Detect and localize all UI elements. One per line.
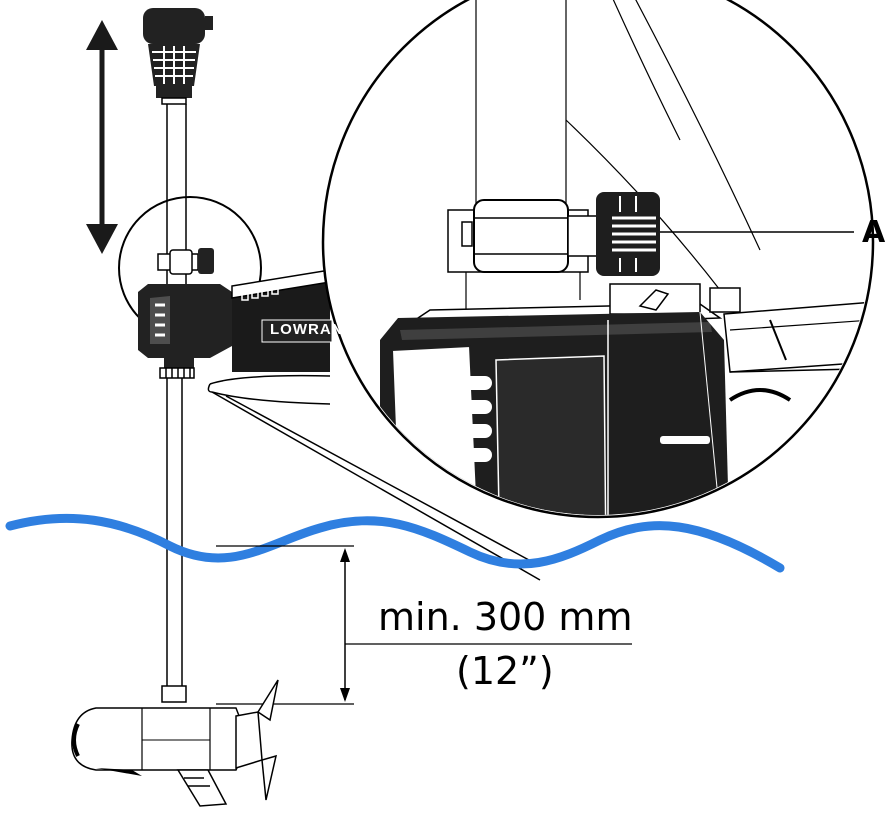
dimension-label-metric: min. 300 mm [378, 595, 633, 639]
depth-dimension [216, 545, 632, 705]
lower-motor-unit [71, 679, 279, 807]
up-down-arrow-icon [86, 20, 118, 254]
motor-head-unit [143, 8, 213, 105]
dimension-label-imperial: (12”) [456, 649, 554, 693]
boat-deck [207, 374, 541, 581]
water-surface-wave [5, 513, 785, 573]
callout-label-a: A [862, 215, 886, 250]
lower-shaft [166, 378, 183, 690]
small-collar [157, 248, 214, 275]
mount-bracket [138, 269, 333, 379]
brand-logo-text: LOWRAN [270, 321, 344, 338]
